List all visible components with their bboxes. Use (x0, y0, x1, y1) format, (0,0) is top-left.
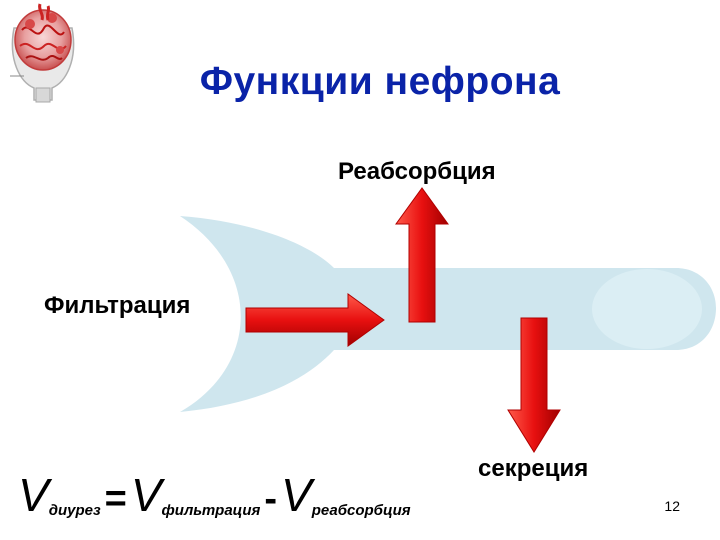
nephron-tubule-shape (180, 216, 716, 412)
formula-minus: - (264, 478, 277, 520)
page-number: 12 (664, 498, 680, 514)
secretion-arrow (507, 317, 561, 453)
filtration-arrow (245, 293, 385, 347)
diuresis-formula: Vдиурез=Vфильтрация-Vреабсорбция (18, 468, 411, 522)
formula-v-diuresis: V (18, 469, 49, 521)
filtration-label: Фильтрация (44, 292, 191, 319)
formula-sub-reabsorption: реабсорбция (311, 502, 411, 519)
reabsorption-label: Реабсорбция (338, 158, 496, 185)
formula-v-reabsorption: V (281, 469, 312, 521)
nephron-glomerulus-icon (10, 3, 75, 103)
formula-v-filtration: V (130, 469, 162, 521)
formula-sub-filtration: фильтрация (161, 502, 261, 519)
formula-equals: = (104, 478, 127, 520)
formula-sub-diuresis: диурез (48, 502, 101, 519)
secretion-label: секреция (478, 455, 589, 482)
slide-title: Функции нефрона (199, 60, 561, 103)
reabsorption-arrow (395, 187, 449, 323)
